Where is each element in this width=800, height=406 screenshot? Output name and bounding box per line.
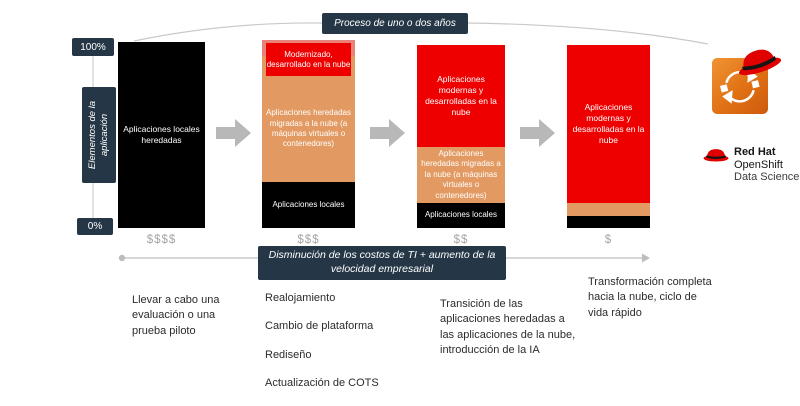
strategy-item: Actualización de COTS: [265, 377, 379, 390]
redhat-lockup: Red Hat OpenShift Data Science: [703, 146, 799, 184]
edition-name: Data Science: [734, 171, 800, 183]
product-name: OpenShift: [734, 158, 783, 171]
cost-label-3: $$: [453, 234, 469, 246]
column-full-cloud: Aplicaciones modernas y desarrolladas en…: [567, 45, 650, 228]
bracket-right-line: [467, 22, 709, 45]
description-strategies: Realojamiento Cambio de plataforma Redis…: [265, 291, 415, 405]
cost-velocity-banner: Disminución de los costos de TI + aument…: [258, 246, 506, 280]
axis-side-label-box: Elementos de la aplicación: [82, 87, 116, 183]
cost-axis-start-dot: [118, 254, 126, 262]
fedora-icon: [703, 149, 729, 162]
cost-axis-arrowhead-icon: [642, 253, 650, 263]
column-legacy-onprem: Aplicaciones locales heredadas: [118, 42, 205, 228]
segment-migrated-sliver: [567, 203, 650, 216]
modernized-badge: Modernizado, desarrollado en la nube: [266, 43, 351, 76]
cost-label-1: $$$$: [146, 234, 177, 246]
segment-local-legacy: Aplicaciones locales heredadas: [118, 42, 205, 228]
description-transition: Transición de las aplicaciones heredadas…: [440, 298, 576, 357]
segment-modern-cloud: Aplicaciones modernas y desarrolladas en…: [417, 45, 505, 147]
axis-side-label: Elementos de la aplicación: [87, 100, 110, 170]
segment-local: Aplicaciones locales: [262, 182, 355, 228]
brand-name: Red Hat: [734, 146, 776, 158]
segment-local: Aplicaciones locales: [417, 203, 505, 228]
description-transformation: Transformación completa hacia la nube, c…: [588, 276, 712, 319]
step-arrow-icon: [520, 119, 555, 147]
process-banner: Proceso de uno o dos años: [322, 13, 468, 34]
cost-label-2: $$$: [297, 234, 320, 246]
step-arrow-icon: [370, 119, 405, 147]
segment-migrated-cloud: Aplicaciones heredadas migradas a la nub…: [262, 56, 355, 182]
segment-migrated-cloud: Aplicaciones heredadas migradas a la nub…: [417, 147, 505, 203]
step-arrow-icon: [216, 119, 251, 147]
redhat-wordmark: Red Hat OpenShift Data Science: [734, 146, 799, 184]
axis-0-label: 0%: [77, 218, 113, 235]
bracket-left-line: [133, 22, 323, 42]
fedora-icon: [739, 49, 782, 76]
axis-100-label: 100%: [72, 38, 114, 56]
column-migrated: Aplicaciones heredadas migradas a la nub…: [262, 40, 355, 228]
column-transition: Aplicaciones modernas y desarrolladas en…: [417, 45, 505, 228]
cost-label-4: $: [604, 234, 613, 246]
segment-local-sliver: [567, 216, 650, 228]
strategy-item: Rediseño: [265, 348, 312, 361]
description-assessment: Llevar a cabo una evaluación o una prueb…: [132, 294, 220, 337]
strategy-item: Cambio de plataforma: [265, 320, 374, 333]
strategy-item: Realojamiento: [265, 292, 336, 304]
segment-modern-cloud: Aplicaciones modernas y desarrolladas en…: [567, 45, 650, 203]
